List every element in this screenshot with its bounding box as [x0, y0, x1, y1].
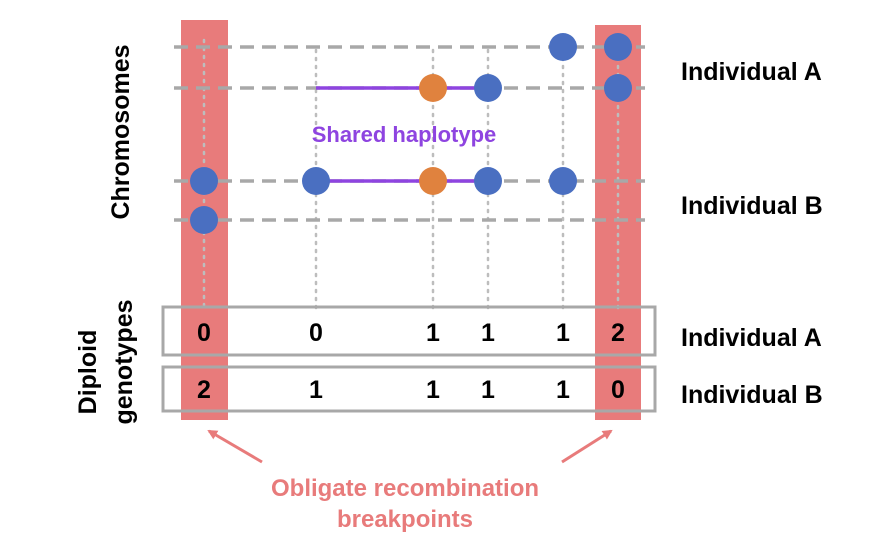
individual-a-chromosome-label: Individual A [681, 58, 822, 86]
genotype-value: 1 [426, 319, 440, 347]
shared-haplotype-segments [316, 86, 488, 183]
genotype-value: 2 [611, 319, 625, 347]
allele-dot-blue [302, 167, 330, 195]
allele-dot-blue [190, 167, 218, 195]
breakpoint-label-line2: breakpoints [337, 506, 473, 533]
allele-dot-orange [419, 74, 447, 102]
individual-b-chromosome-label: Individual B [681, 192, 823, 220]
allele-dots [190, 33, 632, 234]
genotype-value: 1 [556, 376, 570, 404]
allele-dot-blue [549, 33, 577, 61]
genotype-value: 0 [197, 319, 211, 347]
genotype-value: 0 [611, 376, 625, 404]
genotype-box-a [161, 305, 657, 357]
genotype-value: 1 [426, 376, 440, 404]
allele-dot-blue [604, 74, 632, 102]
genotype-value: 1 [556, 319, 570, 347]
genotype-value: 0 [309, 319, 323, 347]
genotype-value: 1 [309, 376, 323, 404]
chromosomes-axis-label: Chromosomes [107, 44, 135, 219]
genotype-box-b [161, 365, 657, 413]
allele-dot-blue [474, 167, 502, 195]
diploid-genotypes-label-line2: genotypes [110, 299, 138, 424]
allele-dot-blue [474, 74, 502, 102]
genotype-value: 2 [197, 376, 211, 404]
breakpoint-label-line1: Obligate recombination [271, 475, 539, 502]
individual-b-genotype-label: Individual B [681, 381, 823, 409]
genotype-row-a: 0 0 1 1 1 2 [197, 319, 625, 347]
breakpoint-arrow-left [207, 429, 263, 464]
chromosome-lines [174, 45, 645, 222]
genotype-row-b: 2 1 1 1 1 0 [197, 376, 625, 404]
allele-dot-blue [604, 33, 632, 61]
allele-dot-blue [190, 206, 218, 234]
genotype-value: 1 [481, 376, 495, 404]
individual-a-genotype-label: Individual A [681, 324, 822, 352]
genotype-value: 1 [481, 319, 495, 347]
allele-dot-blue [549, 167, 577, 195]
diploid-genotypes-label-line1: Diploid [74, 330, 102, 415]
breakpoint-arrow-right [561, 429, 613, 464]
shared-haplotype-label: Shared haplotype [312, 122, 497, 147]
allele-dot-orange [419, 167, 447, 195]
